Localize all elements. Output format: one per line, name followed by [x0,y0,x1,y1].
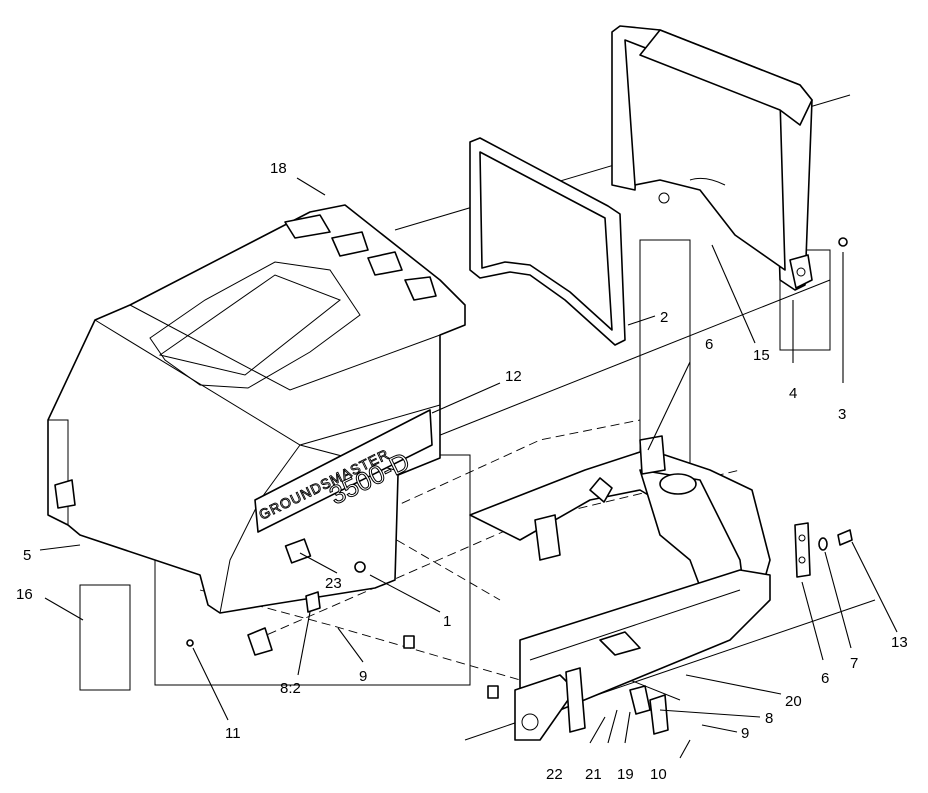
callout-1: 1 [443,613,451,630]
callout-8-2: 8:2 [280,680,301,697]
spacer-bottom [487,685,499,699]
fastener-1 [354,561,366,573]
callout-22: 22 [546,766,563,783]
callout-19: 19 [617,766,634,783]
callout-9-right: 9 [741,725,749,742]
bracket-19 [629,685,651,715]
rear-window-frame-4 [611,25,813,291]
window-seal-2 [469,137,626,346]
callout-7: 7 [850,655,858,672]
callout-3: 3 [838,406,846,423]
callout-11: 11 [225,725,241,742]
fastener-11 [186,639,194,647]
callout-labels: 18 2 15 4 3 12 6 5 16 23 1 11 8:2 9 6 7 … [16,160,908,783]
sheet-panel-mid [639,239,691,471]
callout-18: 18 [270,160,287,177]
hood-5: GROUNDSMASTER 3500-D [47,204,466,614]
leader-lines [39,177,898,759]
callout-4: 4 [789,385,797,402]
callout-23: 23 [325,575,342,592]
fastener-3 [838,237,848,247]
decal-sheet-16 [79,584,131,691]
spacer-top [403,635,415,649]
callout-13: 13 [891,634,908,651]
callout-20: 20 [785,693,802,710]
callout-5: 5 [23,547,31,564]
callout-9-left: 9 [359,668,367,685]
frame-assembly [186,237,853,741]
callout-8: 8 [765,710,773,727]
latch-8 [649,694,669,735]
callout-2: 2 [660,309,668,326]
callout-15: 15 [753,347,770,364]
callout-10: 10 [650,766,667,783]
callout-21: 21 [585,766,602,783]
callout-6-bottom: 6 [821,670,829,687]
callout-12: 12 [505,368,522,385]
clip-8 [305,591,321,613]
label-plate-23 [284,538,312,564]
callout-16: 16 [16,586,33,603]
callout-6-top: 6 [705,336,713,353]
